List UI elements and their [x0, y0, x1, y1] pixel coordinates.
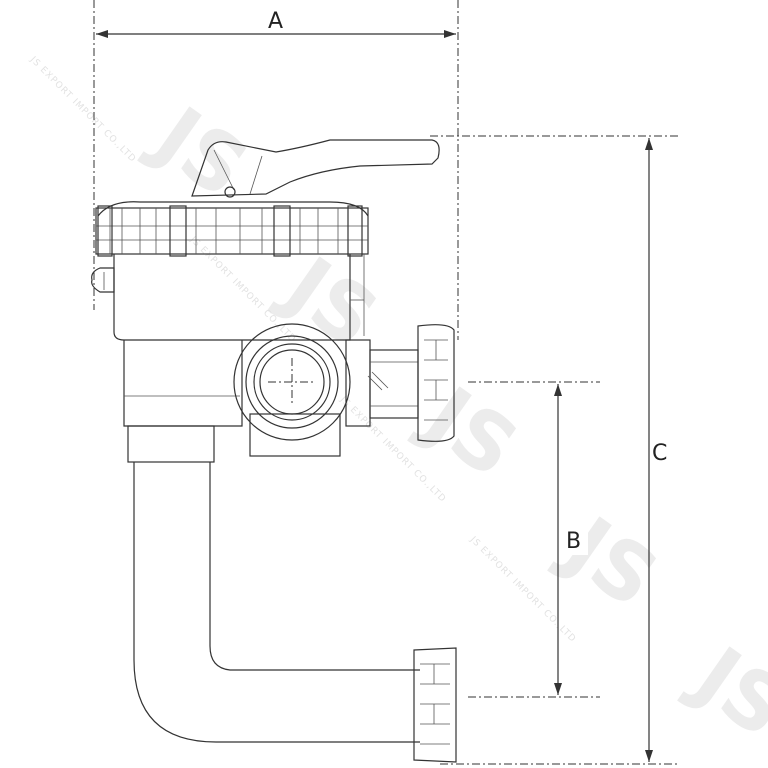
- watermark-group: JS JS JS JS JS JS EXPORT IMPORT CO.,LTD …: [27, 54, 768, 755]
- dimension-b-label: B: [566, 529, 581, 554]
- watermark-logo-5: JS: [675, 627, 768, 756]
- front-port: [233, 323, 351, 457]
- bottom-union-nut: [413, 647, 457, 763]
- watermark-logo-text: JS: [545, 497, 674, 626]
- watermark-company-text: JS EXPORT IMPORT CO.,LTD: [187, 234, 298, 345]
- dimension-a: A: [93, 0, 459, 340]
- pipe-elbow: [127, 425, 420, 743]
- side-port: [345, 324, 455, 442]
- multiport-valve: [91, 139, 457, 763]
- dimension-c-label: C: [652, 441, 667, 466]
- dimension-c: C: [430, 135, 680, 765]
- watermark-logo-text: JS: [675, 627, 768, 756]
- watermark-company-text: JS EXPORT IMPORT CO.,LTD: [27, 54, 138, 165]
- valve-body-lower: [123, 340, 243, 427]
- valve-lid: [95, 201, 369, 257]
- dimension-a-label: A: [268, 9, 283, 34]
- watermark-logo-4: JS: [545, 497, 674, 626]
- valve-handle: [191, 139, 440, 198]
- dimension-b: B: [468, 381, 600, 698]
